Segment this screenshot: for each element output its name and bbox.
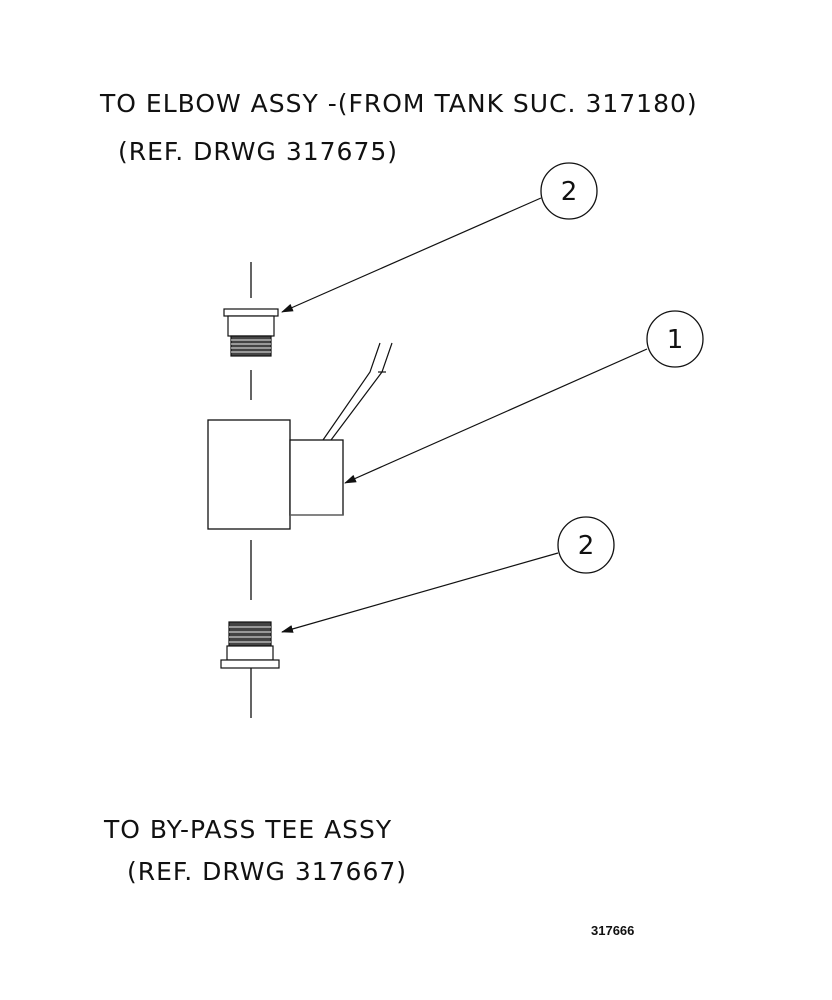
- valve-body: [207, 419, 344, 530]
- bottom-note-line2: (REF. DRWG 317667): [127, 857, 407, 886]
- drawing-number: 317666: [591, 923, 634, 938]
- upper-fitting: [223, 308, 279, 357]
- balloon-valve: 1: [646, 310, 704, 368]
- balloon-label: 1: [667, 325, 684, 355]
- lower-fitting: [220, 621, 280, 669]
- bottom-note-line1: TO BY-PASS TEE ASSY: [103, 815, 392, 844]
- top-note-line1: TO ELBOW ASSY -(FROM TANK SUC. 317180): [99, 89, 698, 118]
- leader-upper-fitting: [281, 197, 542, 313]
- wire-leads: [322, 342, 393, 441]
- top-note-line2: (REF. DRWG 317675): [118, 137, 398, 166]
- balloon-label: 2: [578, 531, 595, 561]
- balloon-upper-fitting: 2: [540, 162, 598, 220]
- leader-lower-fitting: [281, 552, 559, 633]
- leader-valve: [344, 348, 648, 484]
- balloon-lower-fitting: 2: [557, 516, 615, 574]
- balloon-label: 2: [561, 177, 578, 207]
